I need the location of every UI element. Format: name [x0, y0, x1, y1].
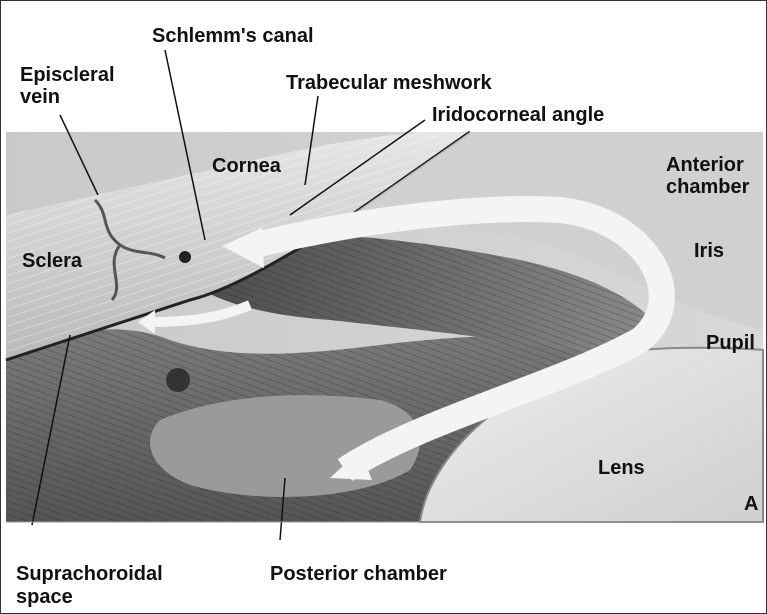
panel-letter: A: [744, 493, 758, 515]
episcleral-vein-label-line2: vein: [20, 86, 60, 108]
suprachoroidal-space-label-line2: space: [16, 586, 73, 608]
lens-label: Lens: [598, 457, 645, 479]
iris-label: Iris: [694, 240, 724, 262]
pupil-label: Pupil: [706, 332, 755, 354]
schlemms-canal-label: Schlemm's canal: [152, 25, 314, 47]
posterior-chamber-label: Posterior chamber: [270, 563, 447, 585]
anterior-chamber-label-line2: chamber: [666, 176, 749, 198]
iridocorneal-angle-label: Iridocorneal angle: [432, 104, 604, 126]
schlemms-canal-marker: [179, 251, 191, 263]
trabecular-meshwork-label: Trabecular meshwork: [286, 72, 492, 94]
sclera-label: Sclera: [22, 250, 82, 272]
anterior-chamber-label-line1: Anterior: [666, 154, 744, 176]
episcleral-vein-label-line1: Episcleral: [20, 64, 115, 86]
cornea-label: Cornea: [212, 155, 281, 177]
suprachoroidal-space-label-line1: Suprachoroidal: [16, 563, 163, 585]
